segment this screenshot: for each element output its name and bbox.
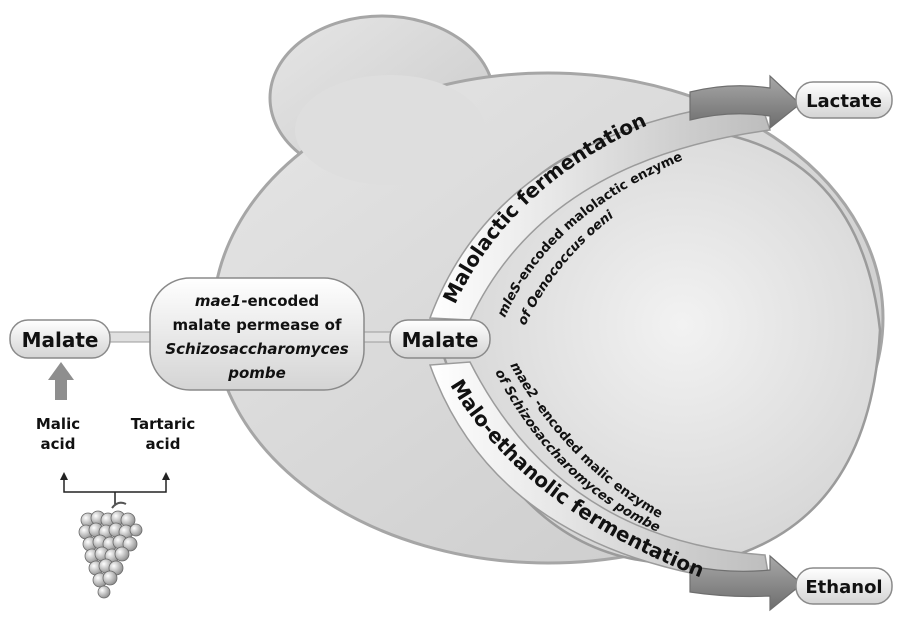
svg-text:Lactate: Lactate (806, 91, 882, 112)
svg-text:Malate: Malate (402, 328, 479, 352)
permease-node: mae1-encoded malate permease of Schizosa… (149, 277, 365, 391)
svg-text:Malate: Malate (22, 328, 99, 352)
malate-center-node: Malate (389, 319, 491, 359)
svg-text:mae1-encoded: mae1-encoded (195, 292, 319, 310)
tartaric-acid-label-line1: Tartaric (131, 415, 196, 433)
grape-berry (97, 585, 111, 599)
ethanol-node: Ethanol (795, 567, 893, 605)
grape-berry (114, 546, 130, 562)
malic-acid-label-line1: Malic (36, 415, 80, 433)
svg-text:malate permease of: malate permease of (173, 316, 342, 334)
arrow-to-lactate (689, 74, 801, 130)
arrow-up-to-malate (48, 362, 74, 400)
grape-berry (129, 523, 143, 537)
svg-text:Ethanol: Ethanol (805, 577, 882, 598)
grape-berry (122, 536, 138, 552)
malate-left-node: Malate (9, 319, 111, 359)
acid-bracket (60, 472, 170, 505)
lactate-node: Lactate (795, 81, 893, 119)
grape-berry (102, 570, 118, 586)
grape-cluster-icon (78, 501, 143, 599)
malic-acid-label-line2: acid (41, 435, 76, 453)
svg-text:Schizosaccharomyces: Schizosaccharomyces (165, 340, 348, 358)
tartaric-acid-label-line2: acid (146, 435, 181, 453)
arrow-to-ethanol (689, 554, 803, 612)
svg-text:pombe: pombe (227, 364, 286, 382)
